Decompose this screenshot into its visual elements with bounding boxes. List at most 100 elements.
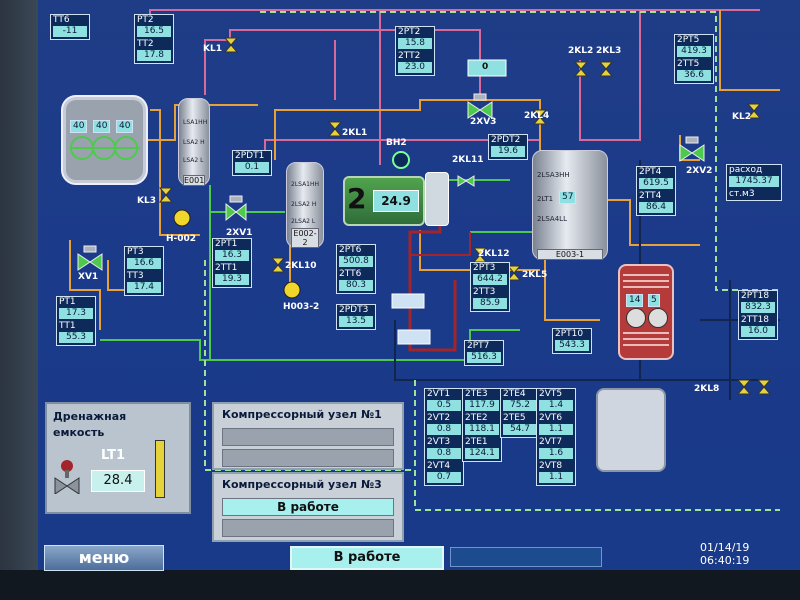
tag-label: 2VT4 <box>427 461 451 471</box>
compressor-unit-1-panel[interactable]: Компрессорный узел №1 <box>212 402 404 470</box>
tag-value: 0.1 <box>235 162 269 173</box>
tag-value: 543.3 <box>555 340 589 351</box>
pipe-pink-right <box>579 10 641 141</box>
level-switch-1: LSA1HH <box>183 119 208 126</box>
tag-2pdt2[interactable]: 2PDT2 19.6 <box>488 134 528 160</box>
tag-label: 2VT8 <box>539 461 563 471</box>
tag-2vt5[interactable]: 2VT5 1.4 2VT6 1.1 2VT7 1.6 2VT8 1.1 <box>536 388 576 486</box>
tag-2pt5[interactable]: 2PT5 419.3 2TT5 36.6 <box>674 34 714 84</box>
tag-label: 2VT6 <box>539 413 563 423</box>
tag-pt2[interactable]: PT2 16.5 TT2 17.8 <box>134 14 174 64</box>
tag-label: 2VT7 <box>539 437 563 447</box>
vessel-e001[interactable]: LSA1HH LSA2 H LSA2 L E001 <box>178 98 210 186</box>
tag-2te4[interactable]: 2TE4 75.2 2TE5 54.7 <box>500 388 540 438</box>
drain-lt-value: 28.4 <box>91 470 145 492</box>
tag-2pt4[interactable]: 2PT4 619.5 2TT4 86.4 <box>636 166 676 216</box>
tag-value: 86.4 <box>639 202 673 213</box>
air-cooler[interactable]: 14 5 <box>618 264 674 360</box>
label-2kl10: 2KL10 <box>285 261 317 271</box>
tag-value: 1.6 <box>539 448 573 459</box>
tag-label: 2TE2 <box>465 413 488 423</box>
pump-h003-2-icon <box>283 281 301 299</box>
tag-value: 117.9 <box>465 400 499 411</box>
drain-title-line1: Дренажная <box>53 410 127 423</box>
tag-label: 2PT10 <box>555 329 584 339</box>
tag-2pt3[interactable]: 2PT3 644.2 2TT3 85.9 <box>470 262 510 312</box>
valve-kl1 <box>223 37 239 53</box>
actuator-xv1 <box>83 245 97 253</box>
valve-2kl8b <box>756 379 772 395</box>
valve-2kl8 <box>736 379 752 395</box>
pump-number: 2 <box>347 182 367 215</box>
tag-value: 419.3 <box>677 46 711 57</box>
fan-icon <box>626 308 646 328</box>
tag-label: 2PDT2 <box>491 135 521 145</box>
pipe-diagram <box>61 9 780 511</box>
level-switch-3: LSA2 L <box>183 157 204 164</box>
tag-2pt18[interactable]: 2PT18 832.3 2TT18 16.0 <box>738 290 778 340</box>
level-switch-1: 2LSA1HH <box>291 181 320 188</box>
vessel-name: E003-1 <box>537 249 603 260</box>
label-kl3: KL3 <box>137 196 156 206</box>
tag-2te3[interactable]: 2TE3 117.9 2TE2 118.1 2TE1 124.1 <box>462 388 502 462</box>
pipe-dark-2 <box>394 320 640 381</box>
tag-value: 55.3 <box>59 332 93 343</box>
label-kl2: KL2 <box>732 112 751 122</box>
actuator-2xv2 <box>685 136 699 144</box>
tag-2pdt3[interactable]: 2PDT3 13.5 <box>336 304 376 330</box>
tag-label: 2PT3 <box>473 263 496 273</box>
tag-value: 17.4 <box>127 282 161 293</box>
tag-2pt6[interactable]: 2PT6 500.8 2TT6 80.3 <box>336 244 376 294</box>
tag-label: 2VT5 <box>539 389 563 399</box>
tag-rashod[interactable]: расход 1745.37 ст.м3 <box>726 164 782 201</box>
vessel-e003-1[interactable]: 2LSA3HH 2LT1 57 2LSA4LL E003-1 <box>532 150 608 260</box>
level-switch-2: LSA2 H <box>183 139 205 146</box>
tag-pt1[interactable]: PT1 17.3 TT1 55.3 <box>56 296 96 346</box>
label-2kl8: 2KL8 <box>694 384 720 394</box>
compressor-unit-3-title: Компрессорный узел №3 <box>222 478 382 491</box>
level-switch-3: 2LSA2 L <box>291 218 316 225</box>
tag-2vt1[interactable]: 2VT1 0.5 2VT2 0.8 2VT3 0.8 2VT4 0.7 <box>424 388 464 486</box>
system-status: В работе <box>290 546 444 570</box>
pipe-red-kl12 <box>410 232 471 256</box>
label-2xv3: 2XV3 <box>470 117 497 127</box>
vessel-name: E002-2 <box>291 228 319 248</box>
tag-value: 13.5 <box>339 316 373 327</box>
valve-layer <box>77 37 772 395</box>
compressor-unit-icon[interactable] <box>596 388 666 472</box>
strainer-2 <box>397 329 431 345</box>
tag-2pdt1[interactable]: 2PDT1 0.1 <box>232 150 272 176</box>
tag-pt3[interactable]: PT3 16.6 TT3 17.4 <box>124 246 164 296</box>
tag-value: 500.8 <box>339 256 373 267</box>
tag-tt6[interactable]: TT6 -11 <box>50 14 90 40</box>
pipe-orange-topright <box>719 10 780 91</box>
tag-label: PT3 <box>127 247 144 257</box>
compressor-unit-3-panel[interactable]: Компрессорный узел №3 В работе <box>212 472 404 542</box>
tag-2pt7[interactable]: 2PT7 516.3 <box>464 340 504 366</box>
tag-label: 2PDT3 <box>339 305 369 315</box>
hx-value-3: 40 <box>116 120 134 133</box>
tag-2pt1[interactable]: 2PT1 16.3 2TT1 19.3 <box>212 238 252 288</box>
zero-display-box <box>467 59 507 77</box>
valve-kl2 <box>746 103 762 119</box>
vessel-e002-2[interactable]: 2LSA1HH 2LSA2 H 2LSA2 L E002-2 <box>286 162 324 248</box>
label-2kl12: 2KL12 <box>478 249 510 259</box>
tag-value: 75.2 <box>503 400 537 411</box>
tag-value: 19.3 <box>215 274 249 285</box>
label-h003-2: H003-2 <box>283 302 320 312</box>
tag-value: 16.0 <box>741 326 775 337</box>
drain-tank-panel[interactable]: Дренажная емкость LT1 28.4 <box>45 402 191 514</box>
tag-2pt2[interactable]: 2PT2 15.8 2TT2 23.0 <box>395 26 435 76</box>
valve-2kl3 <box>598 61 614 77</box>
pump-bh2[interactable]: 2 24.9 <box>343 176 425 226</box>
menu-button[interactable]: меню <box>44 545 164 571</box>
tag-2pt10[interactable]: 2PT10 543.3 <box>552 328 592 354</box>
valve-2kl10 <box>270 257 286 273</box>
tag-label: TT2 <box>137 39 154 49</box>
pump-h002-icon <box>173 209 191 227</box>
level-switch-3: 2LSA4LL <box>537 215 567 223</box>
drain-level-bar <box>155 440 165 498</box>
bh2-fan-icon <box>392 151 410 169</box>
valve-2xv1 <box>225 202 247 222</box>
tag-label: расход <box>729 165 763 175</box>
